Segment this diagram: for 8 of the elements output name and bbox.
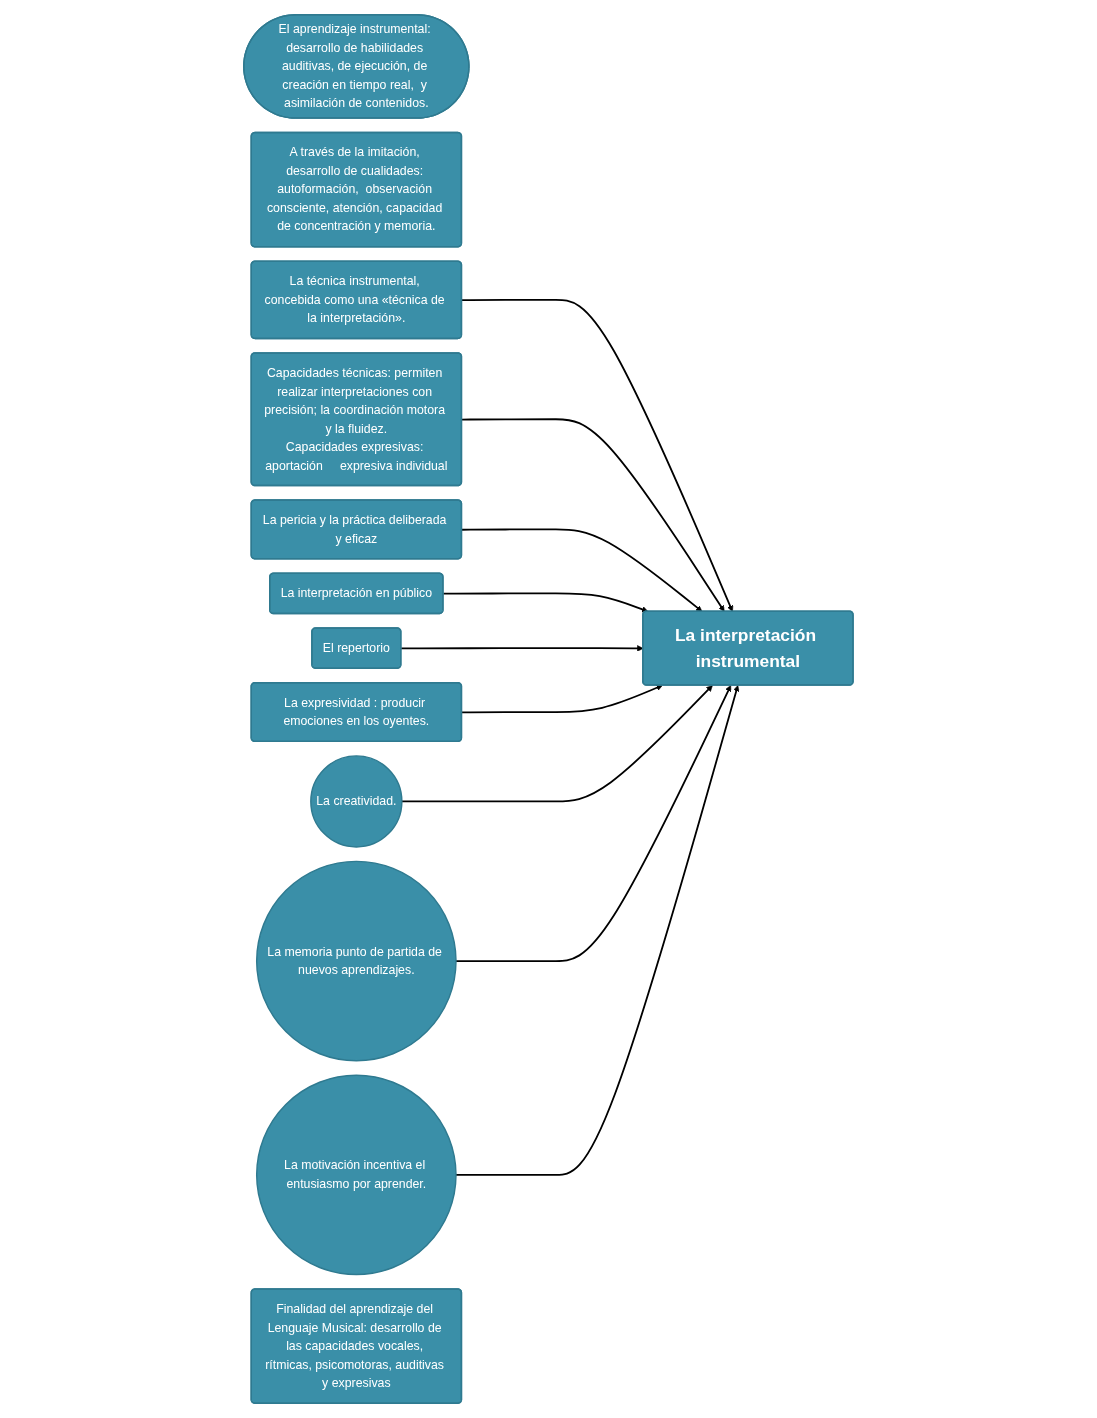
node-circle: La creatividad. [310, 755, 403, 848]
arrow [461, 684, 663, 714]
arrow [461, 418, 725, 612]
arrow [461, 528, 703, 612]
node-circle: La memoria punto de partida de nuevos aprendizajes. [256, 860, 457, 1062]
arrow [461, 298, 734, 612]
node-circle: La motivación incentiva el entusiasmo por aprender. [256, 1074, 457, 1276]
arrow [401, 685, 713, 803]
